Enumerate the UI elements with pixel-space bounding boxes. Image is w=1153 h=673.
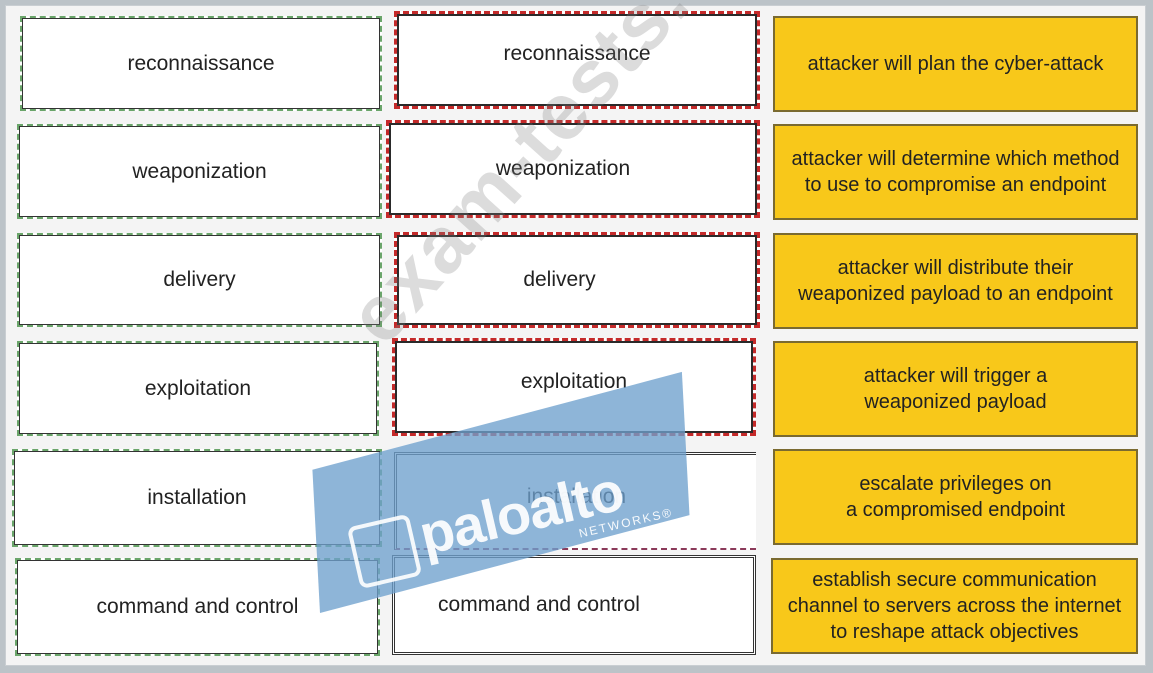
description-text: establish secure communication channel t… [787, 569, 1122, 643]
description-text: attacker will distribute their weaponize… [798, 257, 1113, 305]
target-slot-label: delivery [523, 268, 596, 292]
left-item-label: reconnaissance [127, 51, 275, 75]
description-text: attacker will determine which method to … [791, 148, 1120, 196]
description-1: attacker will plan the cyber-attack [773, 16, 1138, 112]
target-slot-label: installation [526, 484, 627, 508]
target-slot-exploitation[interactable]: exploitation [392, 338, 756, 436]
left-item-label: exploitation [144, 376, 252, 400]
description-text: escalate privileges on a compromised end… [845, 473, 1065, 521]
left-item-label: weaponization [132, 159, 267, 183]
left-item-label: command and control [96, 595, 299, 619]
target-slot-reconnaissance[interactable]: reconnaissance [394, 11, 760, 109]
target-slot-installation[interactable]: installation [394, 452, 756, 550]
description-6: establish secure communication channel t… [771, 558, 1138, 654]
left-item-reconnaissance[interactable]: reconnaissance [20, 16, 382, 111]
target-slot-command-and-control[interactable]: command and control [392, 555, 756, 655]
left-item-exploitation[interactable]: exploitation [17, 341, 379, 436]
target-slot-weaponization[interactable]: weaponization [386, 120, 760, 218]
target-slot-label: weaponization [495, 157, 631, 181]
left-item-command-and-control[interactable]: command and control [15, 558, 380, 656]
description-3: attacker will distribute their weaponize… [773, 233, 1138, 329]
left-item-label: delivery [163, 268, 236, 292]
description-text: attacker will trigger a weaponized paylo… [863, 365, 1048, 413]
left-item-weaponization[interactable]: weaponization [17, 124, 382, 219]
target-slot-delivery[interactable]: delivery [394, 232, 760, 328]
description-4: attacker will trigger a weaponized paylo… [773, 341, 1138, 437]
target-slot-label: reconnaissance [503, 42, 651, 66]
target-slot-label: command and control [438, 593, 640, 617]
left-item-delivery[interactable]: delivery [17, 233, 382, 327]
description-5: escalate privileges on a compromised end… [773, 449, 1138, 545]
description-text: attacker will plan the cyber-attack [807, 53, 1104, 75]
left-item-label: installation [147, 486, 247, 510]
left-item-installation[interactable]: installation [12, 449, 382, 547]
target-slot-label: exploitation [520, 370, 628, 394]
description-2: attacker will determine which method to … [773, 124, 1138, 220]
